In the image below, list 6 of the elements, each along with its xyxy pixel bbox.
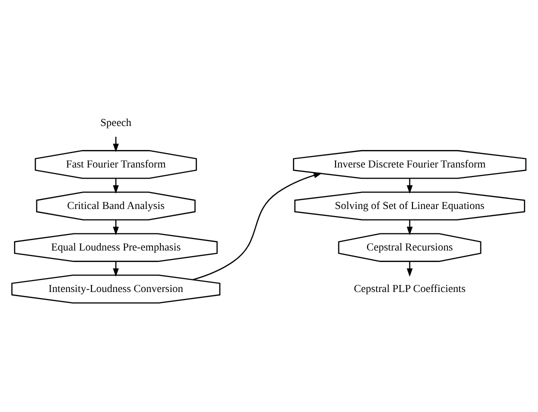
arrow <box>406 178 413 194</box>
arrow <box>406 220 413 236</box>
node-text: Speech <box>100 116 132 129</box>
arrow <box>406 261 413 277</box>
arrow <box>192 172 322 280</box>
node-text: Cepstral PLP Coefficients <box>354 282 466 295</box>
